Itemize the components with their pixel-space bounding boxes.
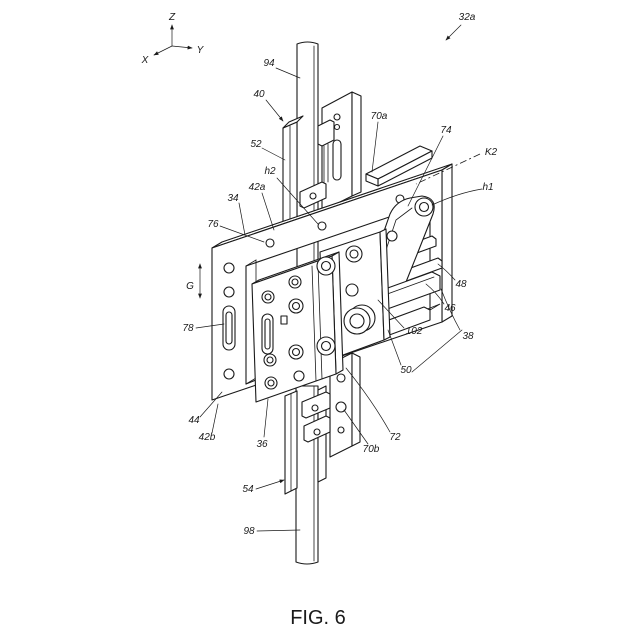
leader-54 (256, 480, 284, 489)
upper-back-plate-slot (333, 140, 341, 180)
hole-bore (292, 279, 298, 285)
ref-46-label: 46 (444, 303, 456, 314)
figure-caption: FIG. 6 (290, 607, 346, 629)
hole (337, 374, 345, 382)
x-axis-label: X (141, 55, 149, 66)
z-axis-label: Z (168, 12, 176, 23)
leader-34 (239, 203, 245, 235)
ref-42a-label: 42a (249, 182, 266, 193)
ref-70b-label: 70b (363, 444, 380, 455)
ref-48-label: 48 (455, 279, 467, 290)
frame-right-face (442, 164, 452, 322)
ref-38-label: 38 (462, 331, 474, 342)
hole (335, 125, 340, 130)
pawl-pivot-bore (420, 203, 429, 212)
hole-bore (267, 357, 273, 363)
ref-K2-label: K2 (485, 147, 498, 158)
leader-52 (262, 148, 285, 160)
lower-back-plate-side (352, 353, 360, 446)
front-plate-slot-inner (265, 319, 270, 349)
leader-42a (262, 193, 274, 230)
ref-70a-label: 70a (371, 111, 388, 122)
hole (334, 114, 340, 120)
pawl-pin (387, 231, 397, 241)
ref-74-label: 74 (440, 125, 452, 136)
hole (338, 427, 344, 433)
ref-76-label: 76 (207, 219, 219, 230)
ref-94-label: 94 (263, 58, 275, 69)
hole (318, 222, 326, 230)
leader-70a (372, 122, 378, 172)
leader-94 (276, 68, 300, 78)
edge-boss-bore (322, 342, 331, 351)
hole (224, 263, 234, 273)
leader-42b (212, 404, 218, 433)
hole-bore (268, 380, 274, 386)
ref-78-label: 78 (182, 323, 194, 334)
hole (224, 287, 234, 297)
hole-bore (350, 250, 358, 258)
hole-bore (293, 349, 300, 356)
ref-52-label: 52 (250, 139, 262, 150)
front-plate-square-hole (281, 316, 287, 324)
ref-98-label: 98 (243, 526, 255, 537)
x-axis-arrow (154, 46, 172, 55)
assembly-ref-label: 32a (459, 12, 476, 23)
ref-h1-label: h1 (482, 182, 493, 193)
ref-44-label: 44 (188, 415, 200, 426)
boss-bore (350, 314, 364, 328)
frame-slot-inner (226, 312, 232, 344)
ref-36-label: 36 (256, 439, 268, 450)
assembly-ref-arrow (446, 25, 461, 40)
lower-clip-pin (314, 429, 320, 435)
ref-h2-label: h2 (264, 166, 276, 177)
hole-bore (265, 294, 271, 300)
ref-54-label: 54 (242, 484, 254, 495)
leader-44 (200, 392, 222, 417)
coordinate-axes: Z X Y (141, 12, 205, 66)
hole-bore (293, 303, 300, 310)
ref-42b-label: 42b (199, 432, 216, 443)
hole (346, 284, 358, 296)
leader-40 (266, 100, 283, 121)
ref-G-label: G (186, 281, 194, 292)
upper-latch-pin (310, 193, 316, 199)
ref-102-label: 102 (406, 326, 423, 337)
edge-boss-bore (322, 262, 331, 271)
ref-34-label: 34 (227, 193, 239, 204)
hole (294, 371, 304, 381)
upper-back-plate-side (352, 92, 361, 196)
ref-72-label: 72 (389, 432, 401, 443)
y-axis-label: Y (197, 45, 205, 56)
leader-36 (264, 399, 268, 437)
ref-40-label: 40 (253, 89, 265, 100)
ref-50-label: 50 (400, 365, 412, 376)
leader-98 (257, 530, 300, 531)
y-axis-arrow (172, 46, 192, 48)
hole (266, 239, 274, 247)
hole (224, 369, 234, 379)
front-plate (252, 252, 343, 402)
lower-clip-pin (312, 405, 318, 411)
